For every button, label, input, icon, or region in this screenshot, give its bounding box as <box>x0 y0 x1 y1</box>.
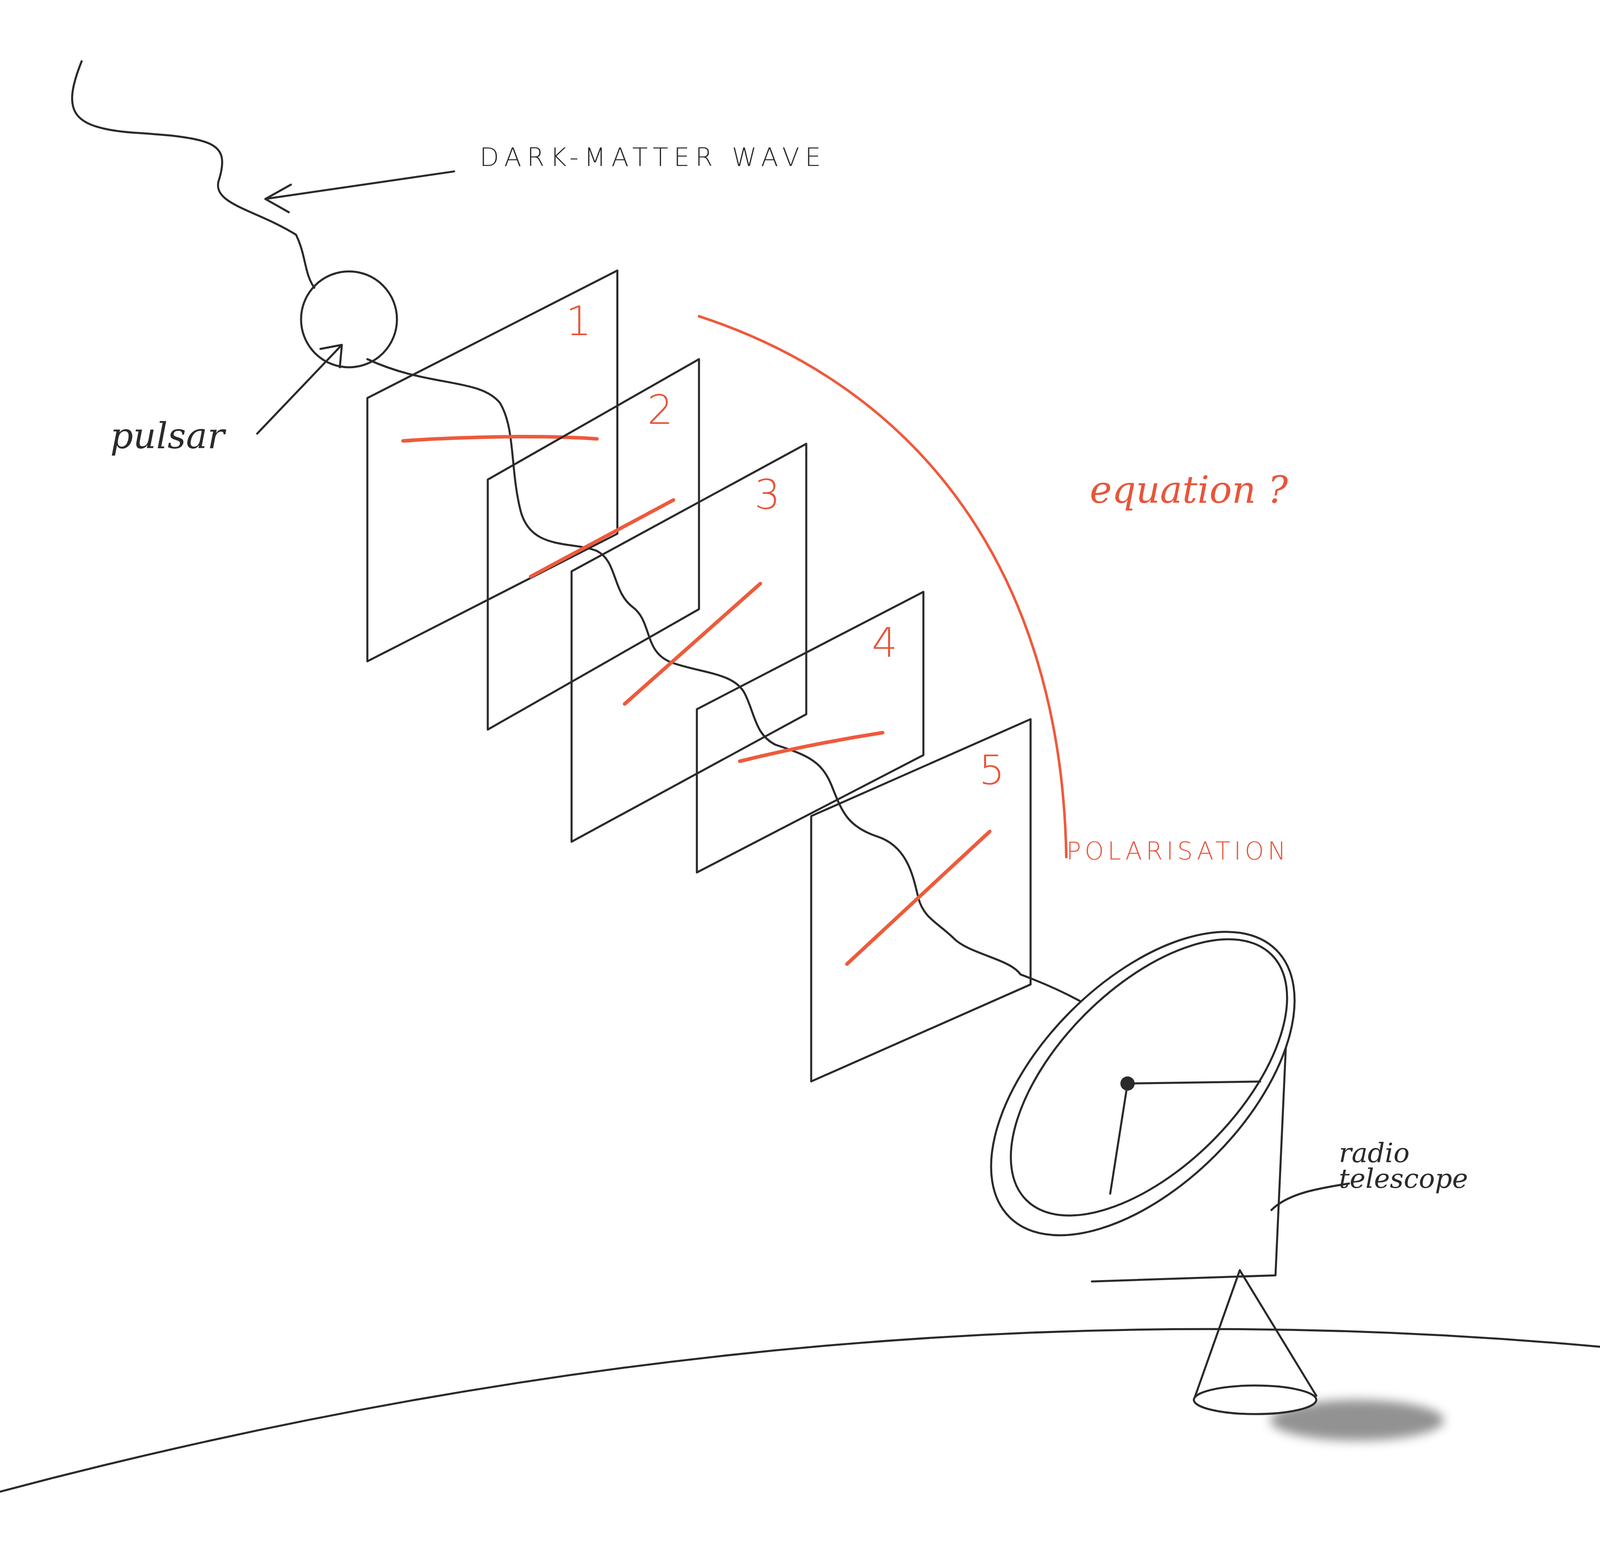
dark-matter-wave <box>367 359 1113 1026</box>
polarisation-stroke <box>403 436 598 441</box>
panel-outline <box>367 270 618 662</box>
dark-matter-wave <box>72 61 315 288</box>
telescope-label: radio telescope <box>1338 1140 1498 1192</box>
dish-rim <box>937 877 1349 1290</box>
panel-number: 3 <box>754 474 781 516</box>
panel-outline <box>811 719 1031 1082</box>
pulsar-label: pulsar <box>110 418 225 455</box>
panel-number: 4 <box>871 622 898 664</box>
feed-arms <box>1110 1081 1261 1194</box>
pointer-arrow <box>257 344 342 434</box>
panel-outline <box>571 443 807 842</box>
mount-base <box>1193 1385 1317 1415</box>
pointer-arrow <box>265 171 455 212</box>
panel-plane: 5 <box>811 719 1031 1082</box>
panel-plane: 1 <box>367 270 618 662</box>
mount-cone <box>1193 1270 1317 1401</box>
pulsar-circle <box>301 271 398 368</box>
polarisation-stroke <box>530 499 674 577</box>
leader-line <box>1271 1183 1349 1210</box>
panel-number: 2 <box>647 389 674 431</box>
equation-note: equation ? <box>1089 471 1288 509</box>
polarisation-label: POLARISATION <box>1066 838 1290 864</box>
polarisation-stroke <box>846 831 990 965</box>
dish-inner <box>962 891 1336 1264</box>
ground-line <box>0 1329 1600 1492</box>
panel-number: 5 <box>978 750 1005 791</box>
panel-plane: 2 <box>487 359 699 730</box>
wave-label: DARK-MATTER WAVE <box>479 144 827 171</box>
polarisation-stroke <box>739 732 883 762</box>
panel-plane: 3 <box>571 443 807 842</box>
panel-number: 1 <box>565 301 592 342</box>
panel-outline <box>487 359 699 730</box>
feed-point <box>1121 1077 1134 1090</box>
